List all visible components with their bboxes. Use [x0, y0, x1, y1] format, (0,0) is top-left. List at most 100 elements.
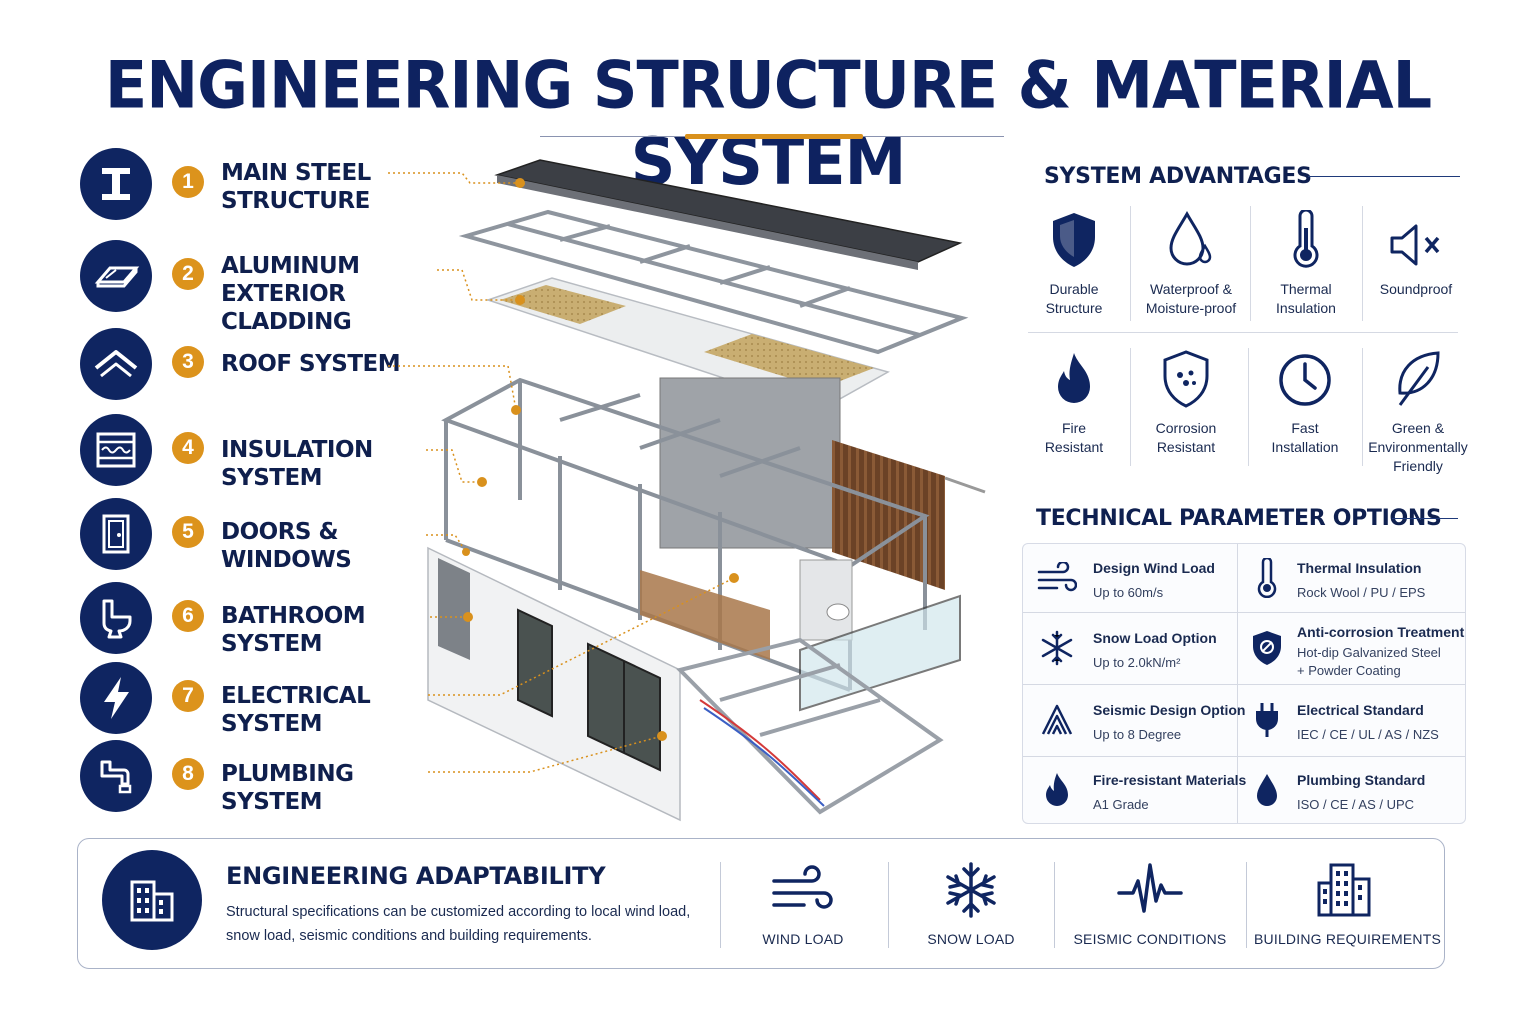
bathroom-module: [799, 559, 853, 641]
component-label: BATHROOM SYSTEM: [221, 603, 366, 657]
snowflake-icon: [898, 855, 1044, 919]
advantage-green: Green & Environmentally Friendly: [1362, 345, 1474, 476]
advantage-label: Fire Resistant: [1044, 420, 1104, 455]
component-label: PLUMBING SYSTEM: [221, 761, 354, 815]
roof-frame-layer: [458, 209, 969, 355]
base-frame: [676, 637, 944, 815]
component-number: 7: [172, 680, 204, 712]
plug-icon: [1247, 700, 1287, 740]
adaptability-panel: [77, 838, 1445, 969]
corrosion-shield-icon: [1130, 345, 1242, 409]
shield-icon: [1247, 628, 1287, 668]
advantage-waterproof: Waterproof & Moisture-proof: [1135, 206, 1247, 318]
parameters-heading: TECHNICAL PARAMETER OPTIONS: [1036, 506, 1442, 531]
advantage-durable: Durable Structure: [1018, 206, 1130, 318]
component-number: 5: [172, 516, 204, 548]
advantage-soundproof: Soundproof: [1360, 206, 1472, 299]
advantage-label: Waterproof & Moisture-proof: [1145, 281, 1237, 316]
speaker-mute-icon: [1360, 206, 1472, 270]
advantage-label: Corrosion Resistant: [1155, 420, 1217, 455]
front-wall-panel: [427, 546, 681, 822]
component-item-5: 5 DOORS & WINDOWS: [80, 498, 440, 573]
component-number: 3: [172, 346, 204, 378]
component-number: 6: [172, 600, 204, 632]
thermometer-icon: [1250, 206, 1362, 270]
lightning-icon: [80, 662, 152, 734]
adapt-item-seismic: SEISMIC CONDITIONS: [1062, 855, 1238, 955]
component-item-7: 7 ELECTRICAL SYSTEM: [80, 662, 440, 737]
param-anti-corrosion: Anti-corrosion Treatment Hot-dip Galvani…: [1237, 614, 1464, 684]
param-fire-resistant: Fire-resistant Materials A1 Grade: [1023, 756, 1246, 826]
adapt-item-wind-load: WIND LOAD: [730, 855, 876, 955]
roof-panel-layer: [494, 159, 963, 270]
component-number: 8: [172, 758, 204, 790]
component-label: ROOF SYSTEM: [221, 351, 401, 377]
insulation-layer: [485, 277, 890, 411]
faucet-icon: [80, 740, 152, 812]
param-plumbing: Plumbing Standard ISO / CE / AS / UPC: [1237, 756, 1457, 826]
component-item-4: 4 INSULATION SYSTEM: [80, 414, 440, 491]
insulation-icon: [80, 414, 152, 486]
clock-icon: [1249, 345, 1361, 409]
advantage-label: Soundproof: [1379, 281, 1453, 297]
advantage-label: Thermal Insulation: [1276, 281, 1336, 316]
component-label: MAIN STEEL STRUCTURE: [221, 160, 371, 214]
adapt-item-building: BUILDING REQUIREMENTS: [1254, 855, 1441, 955]
wind-icon: [730, 855, 876, 919]
component-item-3: 3 ROOF SYSTEM: [80, 328, 440, 400]
component-item-6: 6 BATHROOM SYSTEM: [80, 582, 440, 657]
param-seismic: Seismic Design Option Up to 8 Degree: [1023, 686, 1245, 756]
building-icon: [1254, 855, 1434, 919]
shield-icon: [1018, 206, 1130, 270]
leader-lines: [388, 172, 735, 773]
adapt-item-snow-load: SNOW LOAD: [898, 855, 1044, 955]
component-number: 1: [172, 166, 204, 198]
component-number: 4: [172, 432, 204, 464]
component-item-1: 1 MAIN STEEL STRUCTURE: [80, 148, 440, 220]
seismic-icon: [1037, 700, 1077, 740]
leader-points: [462, 178, 739, 741]
param-wind-load: Design Wind Load Up to 60m/s: [1023, 544, 1243, 614]
advantages-heading: SYSTEM ADVANTAGES: [1044, 164, 1312, 189]
advantage-corrosion: Corrosion Resistant: [1130, 345, 1242, 457]
roof-icon: [80, 328, 152, 400]
advantage-fire: Fire Resistant: [1018, 345, 1130, 457]
water-drop-icon: [1135, 206, 1247, 270]
component-label: INSULATION SYSTEM: [221, 437, 373, 491]
wood-cladding-panel: [832, 440, 945, 590]
glass-balcony: [799, 594, 961, 712]
param-thermal-insulation: Thermal Insulation Rock Wool / PU / EPS: [1237, 544, 1457, 614]
door-icon: [80, 498, 152, 570]
title-accent-bar: [685, 134, 863, 139]
param-electrical: Electrical Standard IEC / CE / UL / AS /…: [1237, 686, 1457, 756]
advantage-thermal: Thermal Insulation: [1250, 206, 1362, 318]
panel-icon: [80, 240, 152, 312]
advantage-fast: Fast Installation: [1249, 345, 1361, 457]
parameters-heading-line: [1392, 518, 1458, 519]
component-item-2: 2 ALUMINUM EXTERIOR CLADDING: [80, 240, 440, 335]
parameters-table: Design Wind Load Up to 60m/s Thermal Ins…: [1022, 543, 1466, 824]
water-drop-icon: [1247, 770, 1287, 810]
advantages-heading-line: [1308, 176, 1460, 177]
exploded-house-diagram: [388, 159, 986, 822]
toilet-icon: [80, 582, 152, 654]
leaf-icon: [1362, 345, 1474, 409]
advantage-label: Green & Environmentally Friendly: [1368, 420, 1468, 474]
floor-wood: [640, 570, 770, 660]
flame-icon: [1018, 345, 1130, 409]
adaptability-description: Structural specifications can be customi…: [226, 904, 691, 944]
i-beam-icon: [80, 148, 152, 220]
component-label: ELECTRICAL SYSTEM: [221, 683, 371, 737]
wind-icon: [1037, 558, 1077, 598]
adaptability-title: ENGINEERING ADAPTABILITY: [226, 862, 606, 890]
component-item-8: 8 PLUMBING SYSTEM: [80, 740, 440, 815]
snowflake-icon: [1037, 628, 1077, 668]
back-wall-panels: [659, 377, 841, 549]
component-label: ALUMINUM EXTERIOR CLADDING: [221, 253, 360, 335]
building-icon: [102, 850, 202, 950]
component-label: DOORS & WINDOWS: [221, 519, 352, 573]
component-number: 2: [172, 258, 204, 290]
thermometer-icon: [1247, 558, 1287, 598]
seismic-wave-icon: [1062, 855, 1238, 919]
flame-icon: [1037, 770, 1077, 810]
